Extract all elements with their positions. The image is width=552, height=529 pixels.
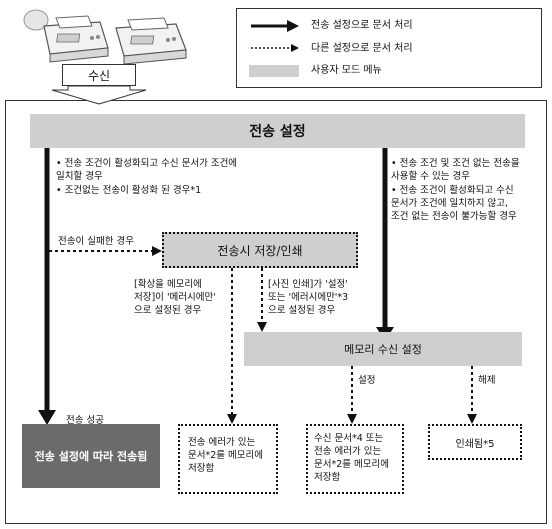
photo-print-a: [사진 인쇄]가 '설정' (268, 279, 348, 290)
condition-left-2: • 조건없는 전송이 활성화 된 경우*1 (56, 185, 202, 196)
forwarded-label: 전송 설정에 따라 전송됨 (34, 450, 148, 463)
legend-dotted-label: 다른 설정으로 문서 처리 (311, 43, 413, 54)
stored-rx-b: 전송 에러가 있는 (314, 446, 382, 457)
stored-error-c: 저장함 (188, 463, 215, 474)
legend-gray-swatch (249, 65, 299, 77)
stored-rx-a: 수신 문서*4 또는 (314, 433, 384, 444)
photo-print-c: 으로 설정된 경우 (268, 305, 336, 316)
transfer-settings-box: 전송 설정 (30, 114, 525, 148)
diagram-frame (5, 100, 547, 524)
stored-rx-d: 저장함 (314, 472, 341, 483)
mem-only-c: 으로 설정된 경우 (134, 305, 202, 316)
receive-arrow (51, 85, 147, 105)
legend-menu-label: 사용자 모드 메뉴 (311, 65, 382, 76)
fail-label: 전송이 실패한 경우 (58, 236, 134, 247)
solid-arrow-icon (251, 20, 299, 32)
condition-left-1a: • 전송 조건이 활성화되고 수신 문서가 조건에 (56, 158, 238, 169)
stored-error-b: 문서*2를 메모리에 (188, 450, 263, 461)
stored-error-a: 전송 에러가 있는 (188, 437, 256, 448)
printed-box: 인쇄됨*5 (428, 424, 522, 460)
set-label: 설정 (358, 375, 376, 386)
condition-right-2b: 문서가 조건에 일치하지 않고, (391, 198, 508, 209)
print-store-label: 전송시 저장/인쇄 (217, 243, 303, 258)
legend-solid-label: 전송 설정으로 문서 처리 (311, 20, 413, 31)
legend: 전송 설정으로 문서 처리 다른 설정으로 문서 처리 사용자 모드 메뉴 (236, 8, 542, 88)
condition-right-2c: 조건 없는 전송이 불가능할 경우 (391, 211, 517, 222)
condition-left-1b: 일치할 경우 (56, 171, 103, 182)
stored-rx-box: 수신 문서*4 또는 전송 에러가 있는 문서*2를 메모리에 저장함 (306, 424, 404, 494)
fax-machine-icon (110, 6, 200, 66)
fax-machine-icon (22, 4, 112, 64)
mem-only-b: 저장]이 '메러시에만' (134, 292, 216, 303)
receive-label: 수신 (87, 68, 111, 83)
printed-label: 인쇄됨*5 (455, 438, 495, 450)
memory-rx-box: 메모리 수신 설정 (244, 332, 522, 366)
dotted-arrow-icon (251, 44, 299, 52)
condition-right-2a: • 전송 조건이 활성화되고 수신 (391, 185, 514, 196)
condition-right-1a: • 전송 조건 및 조건 없는 전송을 (391, 158, 520, 169)
mem-only-a: [확상을 메모리에 (134, 279, 202, 290)
stored-rx-c: 문서*2를 메모리에 (314, 459, 389, 470)
transfer-settings-label: 전송 설정 (249, 124, 306, 140)
photo-print-b: 또는 '에러시에만'*3 (268, 292, 349, 303)
stored-error-box: 전송 에러가 있는 문서*2를 메모리에 저장함 (178, 424, 278, 494)
forwarded-box: 전송 설정에 따라 전송됨 (22, 424, 160, 488)
memory-rx-label: 메모리 수신 설정 (344, 343, 422, 356)
print-store-box: 전송시 저장/인쇄 (162, 232, 358, 268)
success-label: 전송 성공 (66, 415, 104, 426)
condition-right-1b: 사용할 수 있는 경우 (391, 171, 470, 182)
release-label: 해제 (478, 375, 496, 386)
